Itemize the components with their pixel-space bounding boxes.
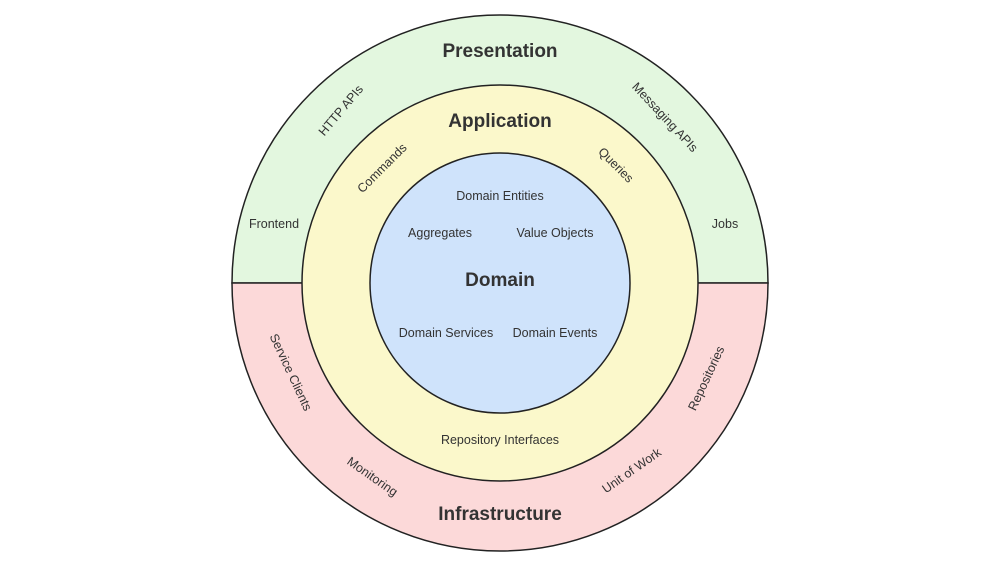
domain-item-value-objects: Value Objects — [517, 226, 594, 240]
application-item-repository-interfaces: Repository Interfaces — [441, 433, 559, 447]
presentation-title: Presentation — [442, 41, 557, 62]
domain-item-domain-entities: Domain Entities — [456, 189, 544, 203]
domain-item-aggregates: Aggregates — [408, 226, 472, 240]
domain-item-domain-services: Domain Services — [399, 326, 493, 340]
domain-layer — [369, 152, 631, 414]
presentation-item-jobs: Jobs — [712, 217, 738, 231]
presentation-item-frontend: Frontend — [249, 217, 299, 231]
domain-title: Domain — [465, 270, 535, 291]
infrastructure-title: Infrastructure — [438, 504, 562, 525]
domain-item-domain-events: Domain Events — [513, 326, 598, 340]
application-title: Application — [448, 111, 551, 132]
